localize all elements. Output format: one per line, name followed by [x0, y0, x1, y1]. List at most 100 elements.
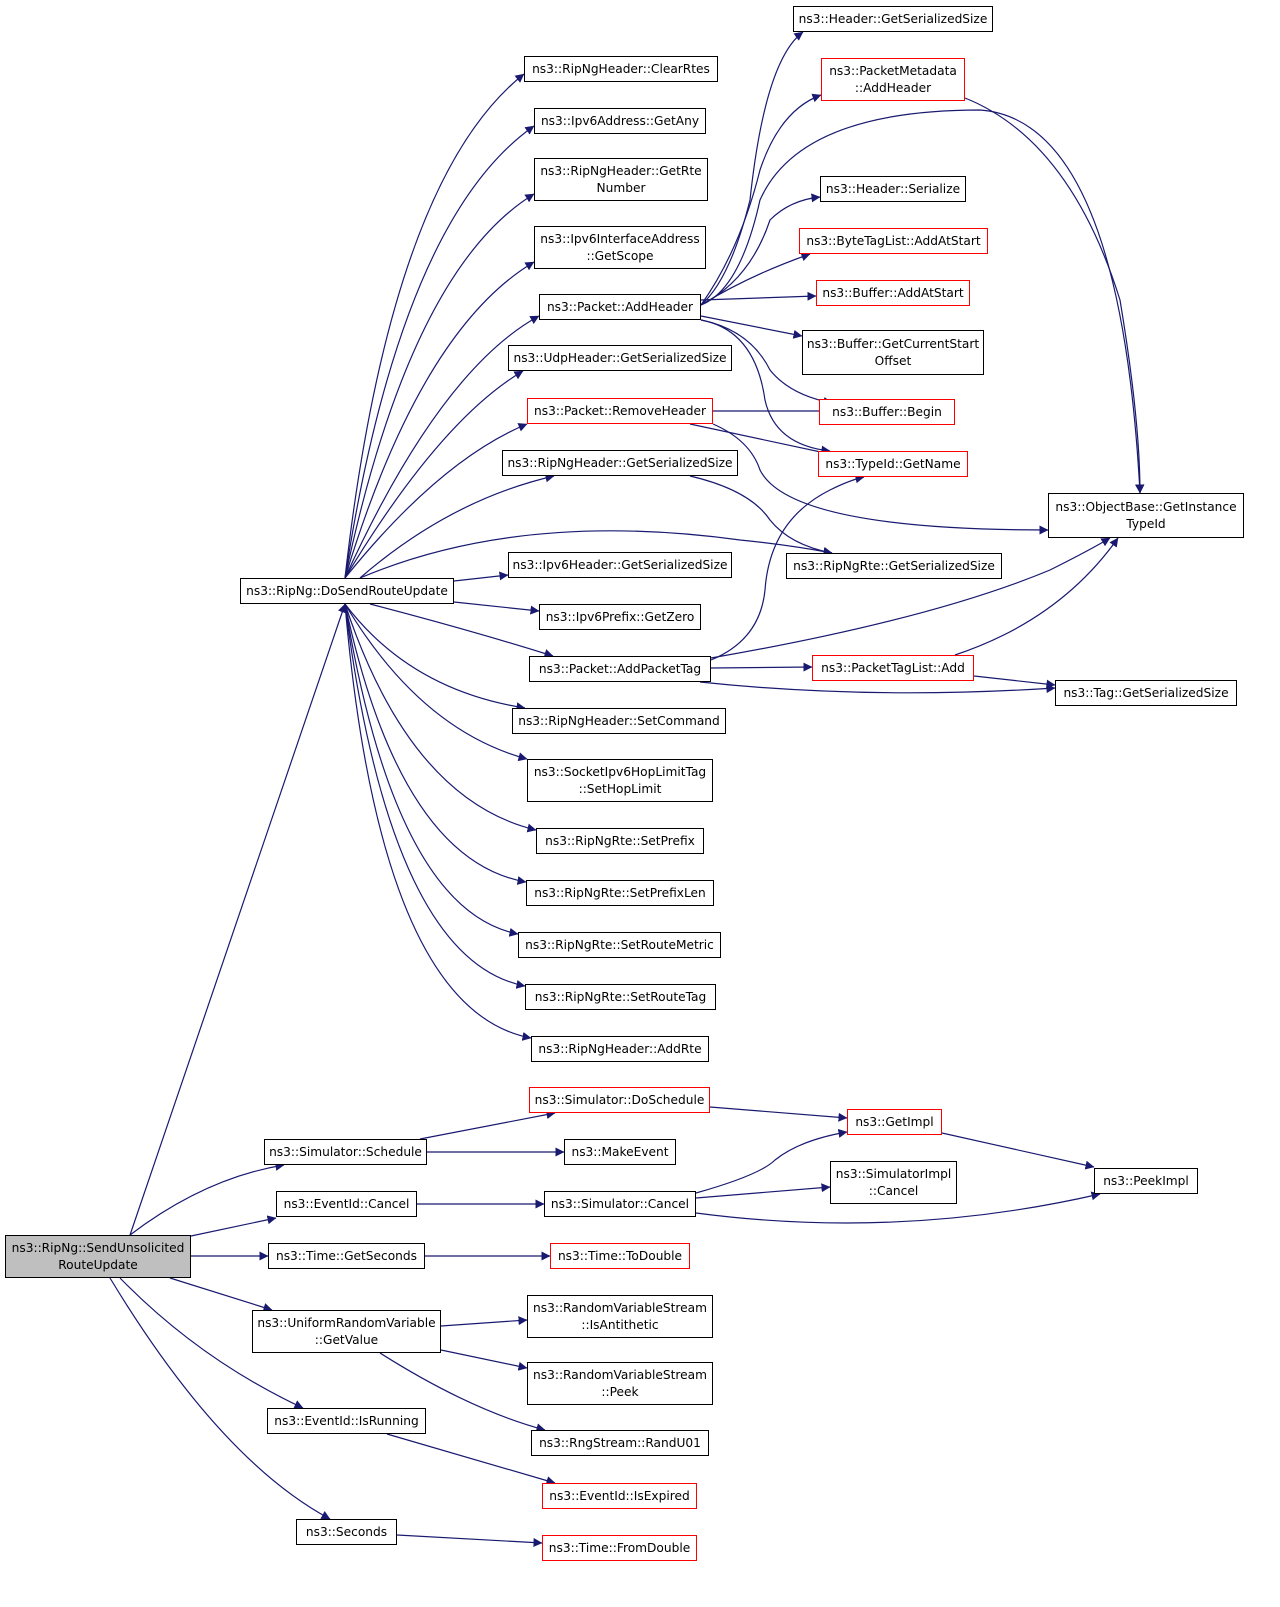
function-node-eventid-cancel[interactable]: ns3::EventId::Cancel — [276, 1191, 417, 1217]
call-edge — [369, 603, 554, 658]
call-edge — [419, 1110, 556, 1140]
call-edges — [109, 31, 1145, 1548]
function-node-tag-get-ser-size[interactable]: ns3::Tag::GetSerializedSize — [1055, 680, 1237, 706]
call-edge — [700, 31, 804, 306]
call-edge — [109, 1277, 331, 1520]
function-node-set-prefix-len[interactable]: ns3::RipNgRte::SetPrefixLen — [526, 880, 714, 906]
function-node-set-command[interactable]: ns3::RipNgHeader::SetCommand — [512, 708, 726, 734]
function-node-make-event[interactable]: ns3::MakeEvent — [564, 1139, 676, 1165]
call-edge — [119, 1277, 304, 1409]
call-edge — [700, 109, 1145, 494]
function-node-set-route-tag[interactable]: ns3::RipNgRte::SetRouteTag — [525, 984, 716, 1010]
call-edge — [344, 370, 524, 579]
call-edge — [964, 97, 1145, 494]
call-edge — [344, 603, 537, 833]
call-edge — [700, 291, 817, 301]
call-edge — [129, 1161, 285, 1236]
function-node-do-send[interactable]: ns3::RipNg::DoSendRouteUpdate — [240, 578, 454, 604]
function-node-packet-tag-list-add[interactable]: ns3::PacketTagList::Add — [812, 655, 974, 681]
function-node-header-ser-size[interactable]: ns3::Header::GetSerializedSize — [793, 6, 993, 32]
call-edge — [689, 423, 831, 457]
function-node-rvs-is-antithetic[interactable]: ns3::RandomVariableStream ::IsAntithetic — [527, 1295, 713, 1338]
call-edge — [129, 603, 347, 1236]
call-edge — [709, 1106, 848, 1122]
call-edge — [359, 473, 555, 579]
function-node-seconds[interactable]: ns3::Seconds — [296, 1519, 397, 1545]
function-node-udp-ser-size[interactable]: ns3::UdpHeader::GetSerializedSize — [508, 345, 732, 371]
call-edge — [440, 1316, 528, 1327]
function-node-header-serialize[interactable]: ns3::Header::Serialize — [820, 176, 966, 202]
function-node-set-prefix[interactable]: ns3::RipNgRte::SetPrefix — [536, 828, 704, 854]
function-node-time-to-double[interactable]: ns3::Time::ToDouble — [550, 1243, 690, 1269]
function-node-buffer-add-at-start[interactable]: ns3::Buffer::AddAtStart — [816, 280, 970, 306]
function-node-uniform-get-value[interactable]: ns3::UniformRandomVariable ::GetValue — [252, 1310, 441, 1353]
call-edge — [396, 1534, 543, 1548]
function-node-clear-rtes[interactable]: ns3::RipNgHeader::ClearRtes — [524, 56, 718, 82]
function-node-simulator-cancel[interactable]: ns3::Simulator::Cancel — [544, 1191, 696, 1217]
function-node-rvs-peek[interactable]: ns3::RandomVariableStream ::Peek — [527, 1362, 713, 1405]
call-edge — [344, 603, 526, 989]
function-node-ipv6-prefix-get-zero[interactable]: ns3::Ipv6Prefix::GetZero — [539, 604, 701, 630]
call-edge — [700, 193, 821, 306]
call-edge — [344, 603, 519, 937]
call-edge — [379, 1352, 546, 1433]
call-edge — [710, 537, 1111, 659]
function-node-packet-add-header[interactable]: ns3::Packet::AddHeader — [539, 294, 701, 320]
call-edge — [453, 571, 509, 582]
function-node-time-get-seconds[interactable]: ns3::Time::GetSeconds — [268, 1243, 425, 1269]
call-edge — [699, 681, 1056, 694]
call-edge — [453, 601, 540, 615]
function-node-simulator-do-schedule[interactable]: ns3::Simulator::DoSchedule — [529, 1087, 710, 1113]
call-edge — [344, 315, 540, 579]
function-node-packet-remove-header[interactable]: ns3::Packet::RemoveHeader — [527, 398, 713, 424]
function-node-eventid-is-running[interactable]: ns3::EventId::IsRunning — [267, 1408, 426, 1434]
function-node-set-hop-limit[interactable]: ns3::SocketIpv6HopLimitTag ::SetHopLimit — [527, 759, 713, 802]
function-node-rng-stream-rand-u01[interactable]: ns3::RngStream::RandU01 — [531, 1430, 709, 1456]
call-edge — [700, 319, 833, 406]
call-edge — [695, 1183, 831, 1199]
call-edge — [689, 475, 833, 556]
call-edge — [700, 252, 811, 306]
function-node-ripng-header-ser-size[interactable]: ns3::RipNgHeader::GetSerializedSize — [502, 450, 738, 476]
function-node-get-impl[interactable]: ns3::GetImpl — [847, 1109, 942, 1135]
call-edge — [386, 1433, 556, 1485]
call-edge — [700, 315, 803, 339]
call-edge — [190, 1215, 277, 1237]
function-node-typeid-get-name[interactable]: ns3::TypeId::GetName — [818, 451, 968, 477]
call-edge — [700, 93, 822, 306]
function-node-byte-tag-list-add-at-start[interactable]: ns3::ByteTagList::AddAtStart — [799, 228, 988, 254]
call-edge — [710, 662, 813, 672]
function-node-packet-metadata-add-header[interactable]: ns3::PacketMetadata ::AddHeader — [821, 58, 965, 101]
call-edge — [169, 1277, 273, 1312]
call-edge — [344, 73, 525, 579]
function-node-get-any[interactable]: ns3::Ipv6Address::GetAny — [534, 108, 706, 134]
function-node-packet-add-packet-tag[interactable]: ns3::Packet::AddPacketTag — [529, 656, 711, 682]
call-edge — [344, 603, 526, 712]
function-node-time-from-double[interactable]: ns3::Time::FromDouble — [542, 1535, 697, 1561]
function-node-eventid-is-expired[interactable]: ns3::EventId::IsExpired — [542, 1483, 697, 1509]
call-edge — [344, 193, 535, 579]
call-edge — [440, 1349, 528, 1371]
call-edge — [359, 530, 833, 579]
function-node-simulator-schedule[interactable]: ns3::Simulator::Schedule — [264, 1139, 427, 1165]
function-node-simulator-impl-cancel[interactable]: ns3::SimulatorImpl ::Cancel — [830, 1161, 957, 1204]
call-edge — [344, 125, 535, 579]
call-edge — [344, 603, 532, 1041]
function-node-get-rte-number[interactable]: ns3::RipNgHeader::GetRte Number — [534, 158, 708, 201]
function-node-peek-impl[interactable]: ns3::PeekImpl — [1094, 1168, 1198, 1194]
function-node-object-base-get-instance-typeid[interactable]: ns3::ObjectBase::GetInstance TypeId — [1048, 493, 1244, 538]
function-node-ipv6-header-ser-size[interactable]: ns3::Ipv6Header::GetSerializedSize — [508, 552, 732, 578]
call-edge — [344, 603, 528, 762]
function-node-get-scope[interactable]: ns3::Ipv6InterfaceAddress ::GetScope — [534, 226, 706, 269]
call-edge — [710, 474, 865, 661]
function-node-send-unsolicited: ns3::RipNg::SendUnsolicited RouteUpdate — [5, 1235, 191, 1278]
call-edge — [695, 1191, 1101, 1224]
call-edge — [344, 603, 527, 885]
function-node-set-route-metric[interactable]: ns3::RipNgRte::SetRouteMetric — [518, 932, 721, 958]
function-node-buffer-begin[interactable]: ns3::Buffer::Begin — [819, 399, 955, 425]
function-node-ripng-rte-ser-size[interactable]: ns3::RipNgRte::GetSerializedSize — [786, 553, 1002, 579]
function-node-buffer-get-current-start-offset[interactable]: ns3::Buffer::GetCurrentStart Offset — [802, 330, 984, 375]
function-node-add-rte[interactable]: ns3::RipNgHeader::AddRte — [531, 1036, 709, 1062]
call-edge — [712, 423, 1049, 535]
